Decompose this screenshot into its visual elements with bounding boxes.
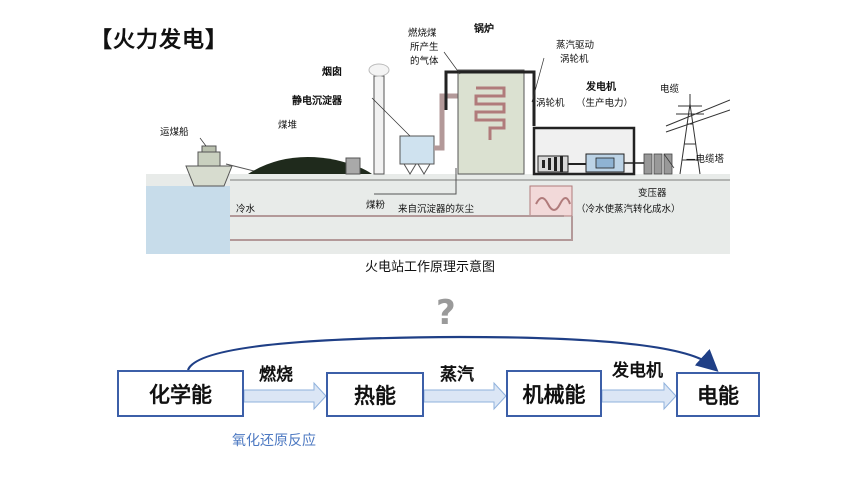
power-tower (665, 94, 730, 175)
coal-ship-label: 运煤船 (160, 126, 189, 138)
transformer-label: 变压器 (638, 187, 667, 199)
generator-label: 发电机 (585, 80, 616, 93)
steam-label-2: 涡轮机 (560, 53, 589, 65)
condense-label: （冷水使蒸汽转化成水） (576, 203, 681, 215)
cold-water-label: 冷水 (236, 203, 256, 215)
node-label: 化学能 (149, 382, 212, 407)
node-electric-energy: 电能 (676, 372, 760, 417)
block-arrow-2 (423, 381, 507, 411)
cable-label: 电缆 (660, 83, 680, 95)
block-arrow-3 (601, 381, 677, 411)
boiler-tubes (474, 86, 506, 140)
tower-label: —电缆塔 (686, 153, 725, 165)
edge-label-burn: 燃烧 (259, 365, 293, 385)
power-plant-diagram: 运煤船 煤堆 烟囱 静电沉淀器 燃烧煤 所产生 的气体 锅炉 蒸汽驱动 涡轮机 … (146, 22, 730, 254)
precipitator-label: 静电沉淀器 (292, 94, 343, 107)
coal-pile-label: 煤堆 (278, 119, 298, 131)
node-mechanical-energy: 机械能 (506, 370, 602, 417)
node-chemical-energy: 化学能 (117, 370, 244, 417)
curved-arrow (186, 335, 719, 372)
coal-powder-label: 煤粉 (366, 199, 386, 211)
edge-label-steam: 蒸汽 (440, 365, 474, 385)
gas-label-2: 所产生 (410, 41, 439, 53)
node-label: 热能 (354, 383, 396, 408)
page-title: 【火力发电】 (90, 28, 229, 53)
coal-ship (185, 145, 233, 187)
node-label: 机械能 (522, 382, 586, 407)
sea-water (146, 186, 230, 254)
steam-label-1: 蒸汽驱动 (556, 39, 594, 51)
ash-label: 来自沉淀器的灰尘 (398, 203, 475, 215)
edge-label-generator: 发电机 (612, 361, 663, 381)
node-heat-energy: 热能 (326, 372, 424, 417)
boiler-label: 锅炉 (474, 22, 494, 35)
generator-note: （生产电力） (576, 97, 633, 109)
redox-note: 氧化还原反应 (232, 433, 316, 449)
precipitator (399, 135, 435, 165)
turbine-label: 涡轮机 (536, 97, 565, 109)
question-mark: ? (436, 293, 456, 333)
chimney-label: 烟囱 (322, 65, 342, 78)
block-arrow-1 (243, 381, 327, 411)
gas-label-3: 的气体 (410, 55, 439, 67)
coal-pile (248, 157, 372, 174)
gas-label-1: 燃烧煤 (408, 27, 437, 39)
figure-caption: 火电站工作原理示意图 (364, 260, 495, 275)
node-label: 电能 (697, 383, 739, 408)
transformer (643, 153, 673, 175)
